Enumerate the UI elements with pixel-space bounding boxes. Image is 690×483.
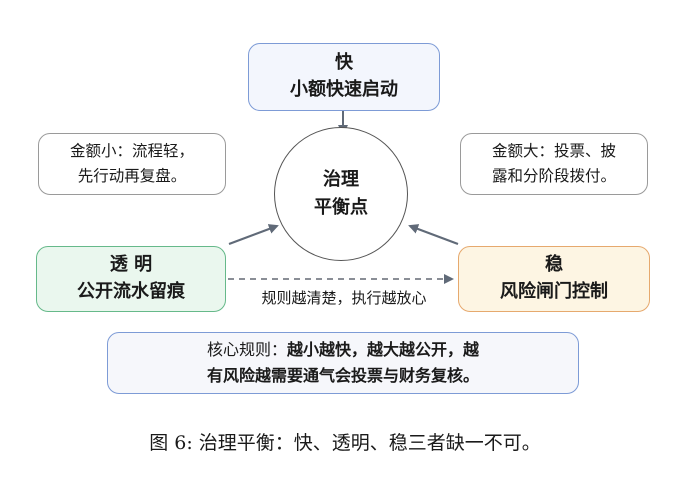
note-left-line1: 金额小：流程轻，	[69, 142, 194, 160]
balance-hub-circle: 治理 平衡点	[274, 127, 408, 261]
transparent-title: 透 明	[109, 254, 153, 275]
stable-subtitle: 风险闸门控制	[500, 281, 608, 302]
rule-line2: 有风险越需要通气会投票与财务复核。	[207, 363, 479, 389]
transparent-subtitle: 公开流水留痕	[77, 281, 185, 302]
fast-subtitle: 小额快速启动	[290, 79, 398, 100]
arrow-stable-to-hub	[408, 224, 459, 246]
dashed-arrow-label: 规则越清楚，执行越放心	[261, 289, 427, 307]
hub-line2: 平衡点	[314, 197, 368, 218]
fast-box: 快 小额快速启动	[248, 43, 440, 111]
note-right-line2: 露和分阶段拨付。	[491, 167, 616, 185]
rule-bold2: 有风险越需要通气会投票与财务复核。	[206, 366, 479, 385]
stable-title: 稳	[545, 254, 563, 275]
note-small-amount: 金额小：流程轻， 先行动再复盘。	[38, 133, 226, 195]
core-rule-box: 核心规则：越小越快，越大越公开，越 有风险越需要通气会投票与财务复核。	[107, 332, 579, 394]
stable-box: 稳 风险闸门控制	[458, 246, 650, 312]
note-right-line1: 金额大：投票、披	[491, 142, 616, 160]
rule-bold1: 越小越快，越大越公开，越	[287, 340, 480, 359]
transparent-box: 透 明 公开流水留痕	[36, 246, 226, 312]
note-large-amount: 金额大：投票、披 露和分阶段拨付。	[460, 133, 648, 195]
arrow-transparent-to-hub	[228, 224, 279, 246]
figure-caption: 图 6: 治理平衡：快、透明、稳三者缺一不可。	[149, 432, 541, 454]
fast-title: 快	[335, 52, 353, 73]
rule-line1: 核心规则：越小越快，越大越公开，越	[207, 337, 479, 363]
note-left-line2: 先行动再复盘。	[77, 167, 187, 185]
rule-prefix: 核心规则：	[206, 340, 287, 359]
hub-line1: 治理	[323, 169, 359, 190]
